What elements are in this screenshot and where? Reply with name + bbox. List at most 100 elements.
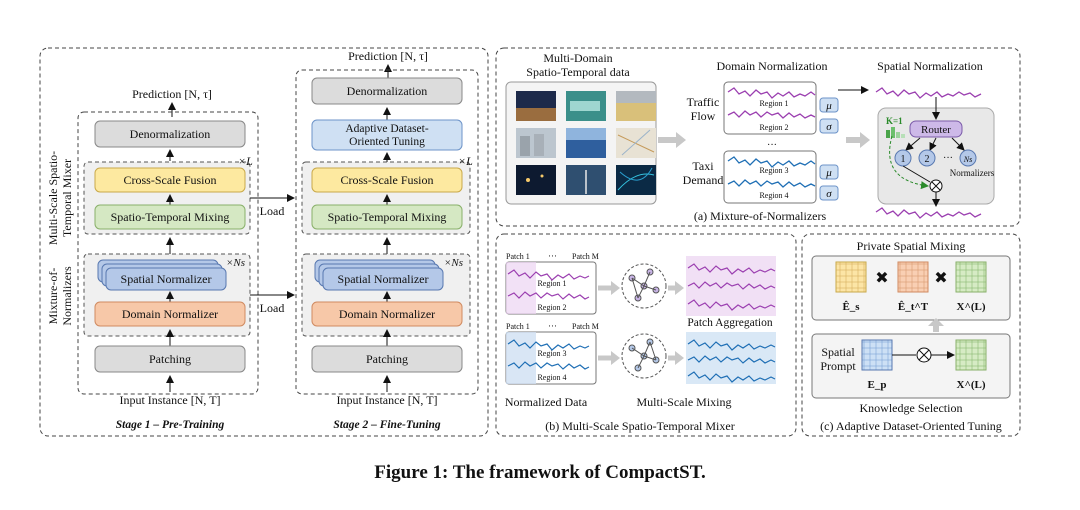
stage2-patching-label: Patching [366,352,408,366]
b-region-1: Region 1 [537,279,566,288]
stage2-adaptive-box [311,119,463,151]
b-patchM-a: Patch M [572,252,599,261]
stage2-norm-mult: ×Ns [444,257,463,269]
a-region-3: Region 3 [759,166,788,175]
panel-a: Multi-Domain Spatio-Temporal data Domain… [495,47,1021,227]
stage2-denorm-box [311,77,463,105]
stage2-spatial-norm-box [322,267,444,291]
stage1-cross-scale-label: Cross-Scale Fusion [124,173,217,187]
load-label-1: Load [260,204,285,218]
stage1-spatial-norm-box [105,267,227,291]
stage2-mixer-mult: ×L [458,154,473,168]
a-data-title-1: Multi-Domain [543,51,612,65]
side-label-mixer-1: Multi-Scale Spatio- [46,151,60,245]
a-router-label: Router [921,124,951,136]
stage1-mixer-mult: ×L [238,154,253,168]
panel-b: Patch 1 ··· Patch M Region 1 Region 2 Pa… [495,233,797,437]
c-es: Ê_s [842,301,860,313]
b-region-2: Region 2 [537,303,566,312]
c-x-2: X^(L) [957,379,986,391]
stage2-input: Input Instance [N, T] [336,393,437,407]
a-expert-2: 2 [925,154,930,165]
b-ms-mixing: Multi-Scale Mixing [637,395,732,409]
a-traffic-1: Traffic [687,95,720,109]
stage1-title: Stage 1 – Pre-Training [116,419,225,431]
a-normalizers: Normalizers [950,168,995,178]
a-traffic-box [723,81,817,135]
b-patchM-b: Patch M [572,322,599,331]
a-sigma-1: σ [826,121,832,133]
c-ep: E_p [868,379,887,391]
a-mu-1: μ [825,100,832,112]
stage1-st-mixing-box [94,204,246,230]
b-caption: (b) Multi-Scale Spatio-Temporal Mixer [545,419,734,433]
b-region-4: Region 4 [537,373,566,382]
b-patch-agg: Patch Aggregation [687,317,773,329]
a-taxi-2: Demand [683,173,724,187]
stage1-spatial-norm-label: Spatial Normalizer [121,272,212,286]
a-spatial-title: Spatial Normalization [877,59,983,73]
c-knowledge: Knowledge Selection [860,401,963,415]
a-expert-1: 1 [901,154,906,165]
a-region-2: Region 2 [759,123,788,132]
a-router-box [909,120,963,138]
stage2-denorm-label: Denormalization [347,84,428,98]
a-traffic-2: Flow [691,109,716,123]
stage1-domain-norm-box [94,301,246,327]
side-label-norm-1: Mixture-of- [46,268,60,325]
stage2-spatial-norm-label: Spatial Normalizer [338,272,429,286]
figure-caption: Figure 1: The framework of CompactST. [374,462,706,483]
a-data-title-2: Spatio-Temporal data [526,65,630,79]
framework-diagram: Prediction [N, τ] Denormalization ×L Cro… [39,47,1021,437]
stage2-adaptive-label-1: Adaptive Dataset- [345,123,429,135]
stage2-cross-scale-label: Cross-Scale Fusion [341,173,434,187]
stage1-denorm-box [94,120,246,148]
stage2-st-mixing-box [311,204,463,230]
a-region-4: Region 4 [759,191,788,200]
c-prompt-2: Prompt [820,359,856,373]
side-label-norm-2: Normalizers [60,266,74,326]
a-region-1: Region 1 [759,99,788,108]
stage1-cross-scale-box [94,167,246,193]
c-et: Ê_t^T [898,301,929,313]
stage1-prediction: Prediction [N, τ] [132,87,212,101]
stages-frame [39,47,489,437]
load-label-2: Load [260,301,285,315]
a-sigma-2: σ [826,188,832,200]
stage2-title: Stage 2 – Fine-Tuning [333,419,440,431]
panel-c: Private Spatial Mixing ✖ ✖ Ê_s Ê_t^T X^(… [801,233,1021,437]
stage1-domain-norm-label: Domain Normalizer [122,307,218,321]
stage1-column: Prediction [N, τ] Denormalization ×L Cro… [46,87,259,431]
stage1-input: Input Instance [N, T] [119,393,220,407]
c-mult-2: ✖ [934,270,947,287]
stage2-prediction: Prediction [N, τ] [348,49,428,63]
a-caption: (a) Mixture-of-Normalizers [694,209,827,223]
stage1-patching-label: Patching [149,352,191,366]
stage2-st-mixing-label: Spatio-Temporal Mixing [328,210,447,224]
side-label-mixer-2: Temporal Mixer [60,159,74,237]
c-prompt-1: Spatial [821,345,855,359]
a-ellipsis: ··· [767,140,777,151]
a-mu-2: μ [825,167,832,179]
stage1-norm-mult: ×Ns [226,257,245,269]
stage2-patching-box [311,345,463,373]
a-domain-title: Domain Normalization [717,59,828,73]
stage2-adaptive-label-2: Oriented Tuning [349,136,425,148]
b-norm-data: Normalized Data [505,395,588,409]
stage1-st-mixing-label: Spatio-Temporal Mixing [111,210,230,224]
c-private: Private Spatial Mixing [857,239,966,253]
stage1-patching-box [94,345,246,373]
b-patch1-a: Patch 1 [506,252,530,261]
b-dots-a: ··· [548,251,557,261]
c-caption: (c) Adaptive Dataset-Oriented Tuning [820,419,1002,433]
stage2-domain-norm-label: Domain Normalizer [339,307,435,321]
b-patch1-b: Patch 1 [506,322,530,331]
c-mult-1: ✖ [875,270,888,287]
b-dots-b: ··· [548,321,557,331]
a-expert-ns: Ns [963,155,972,164]
a-expert-dots: ··· [943,153,953,164]
a-k-label: K=1 [886,116,903,126]
b-region-3: Region 3 [537,349,566,358]
a-taxi-1: Taxi [692,159,714,173]
stage2-cross-scale-box [311,167,463,193]
